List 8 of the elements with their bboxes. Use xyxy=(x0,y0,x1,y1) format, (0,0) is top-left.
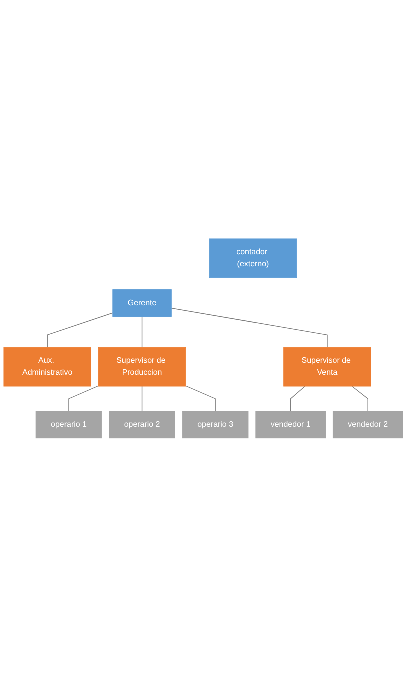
connector xyxy=(352,386,368,412)
connector xyxy=(290,386,306,412)
connector xyxy=(186,386,216,412)
connector xyxy=(68,386,100,412)
connector xyxy=(171,308,328,348)
connector xyxy=(47,312,114,348)
connector xyxy=(142,386,143,412)
connector xyxy=(142,316,143,348)
